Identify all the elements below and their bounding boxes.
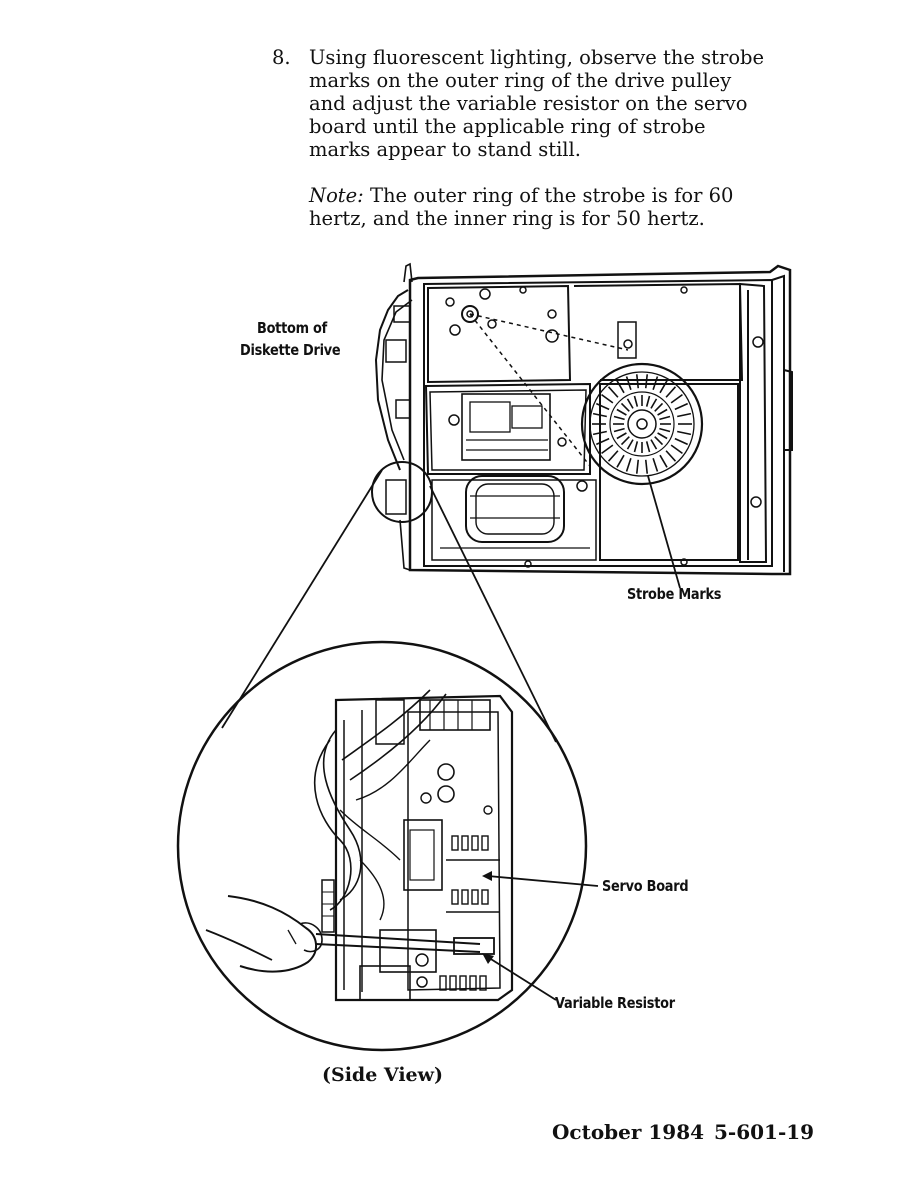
drive-bottom-view	[374, 262, 793, 576]
strobe-mark	[620, 436, 630, 446]
footer-page-number: 5-601-19	[714, 1120, 815, 1144]
strobe-mark	[592, 412, 607, 418]
callout-variable-resistor: Variable Resistor	[555, 994, 675, 1012]
strobe-mark	[595, 402, 610, 411]
strobe-mark	[645, 395, 651, 407]
step-number: 8.	[272, 46, 291, 69]
strobe-mark	[677, 412, 692, 418]
strobe-mark	[616, 408, 627, 416]
strobe-mark	[652, 457, 659, 472]
strobe-mark	[595, 437, 610, 446]
footer-date: October 1984	[552, 1120, 705, 1144]
strobe-mark	[659, 380, 668, 394]
strobe-mark	[592, 430, 607, 436]
strobe-mark	[635, 374, 640, 389]
figure-caption: (Side View)	[322, 1064, 443, 1086]
strobe-mark	[626, 398, 634, 409]
strobe-marks-leader	[647, 475, 681, 589]
strobe-mark	[659, 415, 671, 421]
callout-bottom-line1: Bottom of	[257, 319, 327, 337]
strobe-mark	[665, 450, 677, 462]
strobe-mark	[613, 415, 625, 421]
step-line: marks on the outer ring of the drive pul…	[309, 69, 732, 92]
strobe-mark	[657, 408, 668, 416]
step-line: and adjust the variable resistor on the …	[309, 92, 748, 115]
strobe-mark	[674, 402, 689, 411]
strobe-mark	[635, 459, 640, 474]
strobe-mark	[616, 380, 625, 394]
strobe-mark	[650, 439, 658, 450]
strobe-mark	[613, 427, 625, 433]
strobe-mark	[633, 395, 639, 407]
strobe-mark	[645, 441, 651, 453]
note-text-2: hertz, and the inner ring is for 50 hert…	[309, 207, 705, 230]
variable-resistor-leader	[485, 955, 557, 1001]
strobe-mark	[652, 376, 659, 391]
drive-pulley	[580, 362, 704, 486]
strobe-mark	[665, 386, 677, 398]
strobe-mark	[616, 454, 625, 468]
strobe-mark	[644, 374, 649, 389]
strobe-mark	[670, 444, 683, 455]
strobe-mark	[657, 432, 668, 440]
strobe-mark	[644, 459, 649, 474]
strobe-mark	[607, 450, 619, 462]
strobe-mark	[633, 441, 639, 453]
note: Note: The outer ring of the strobe is fo…	[309, 184, 809, 230]
callout-bottom-line2: Diskette Drive	[240, 341, 341, 359]
strobe-mark	[601, 444, 614, 455]
strobe-mark	[625, 376, 632, 391]
step-line: Using fluorescent lighting, observe the …	[309, 46, 765, 69]
strobe-mark	[626, 439, 634, 450]
strobe-mark	[670, 393, 683, 404]
strobe-mark	[625, 457, 632, 472]
strobe-mark	[654, 402, 664, 412]
step-body: Using fluorescent lighting, observe the …	[309, 46, 809, 161]
strobe-mark	[616, 432, 627, 440]
strobe-mark	[674, 437, 689, 446]
note-label: Note:	[309, 184, 364, 207]
step-line: board until the applicable ring of strob…	[309, 115, 706, 138]
strobe-mark	[620, 402, 630, 412]
strobe-mark	[607, 386, 619, 398]
strobe-mark	[677, 430, 692, 436]
strobe-mark	[650, 398, 658, 409]
note-text-1: The outer ring of the strobe is for 60	[369, 184, 734, 207]
strobe-mark	[659, 454, 668, 468]
strobe-marks	[592, 374, 692, 474]
servo-board-leader	[487, 875, 599, 887]
side-view-magnifier	[176, 640, 588, 1052]
strobe-mark	[659, 427, 671, 433]
step-line: marks appear to stand still.	[309, 138, 581, 161]
callout-servo-board: Servo Board	[602, 877, 689, 895]
callout-strobe-marks: Strobe Marks	[627, 585, 722, 603]
strobe-mark	[601, 393, 614, 404]
strobe-mark	[654, 436, 664, 446]
